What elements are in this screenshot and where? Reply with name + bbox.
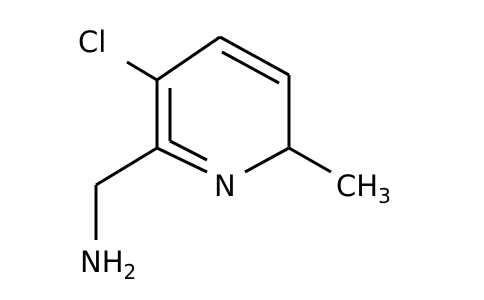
bond-n-c2-inner [169,139,208,162]
amine-label: NH2 [80,245,136,284]
bond-c2-ch2 [95,146,158,187]
bond-c4-c5-inner [221,50,280,85]
bond-c6-n [244,146,290,174]
methyl-main: CH [336,169,378,203]
amine-subscript: 2 [124,260,137,284]
amine-main: NH [80,245,124,279]
bond-c3-c4 [156,35,221,82]
methyl-subscript: 3 [378,184,391,208]
bond-c4-c5 [219,35,290,77]
methyl-label: CH3 [336,169,391,208]
bond-c3-cl [126,60,158,82]
bond-n-c2 [156,146,208,174]
nitrogen-label: N [214,169,236,203]
bond-c6-methyl [288,146,332,174]
chlorine-label: Cl [78,25,106,59]
